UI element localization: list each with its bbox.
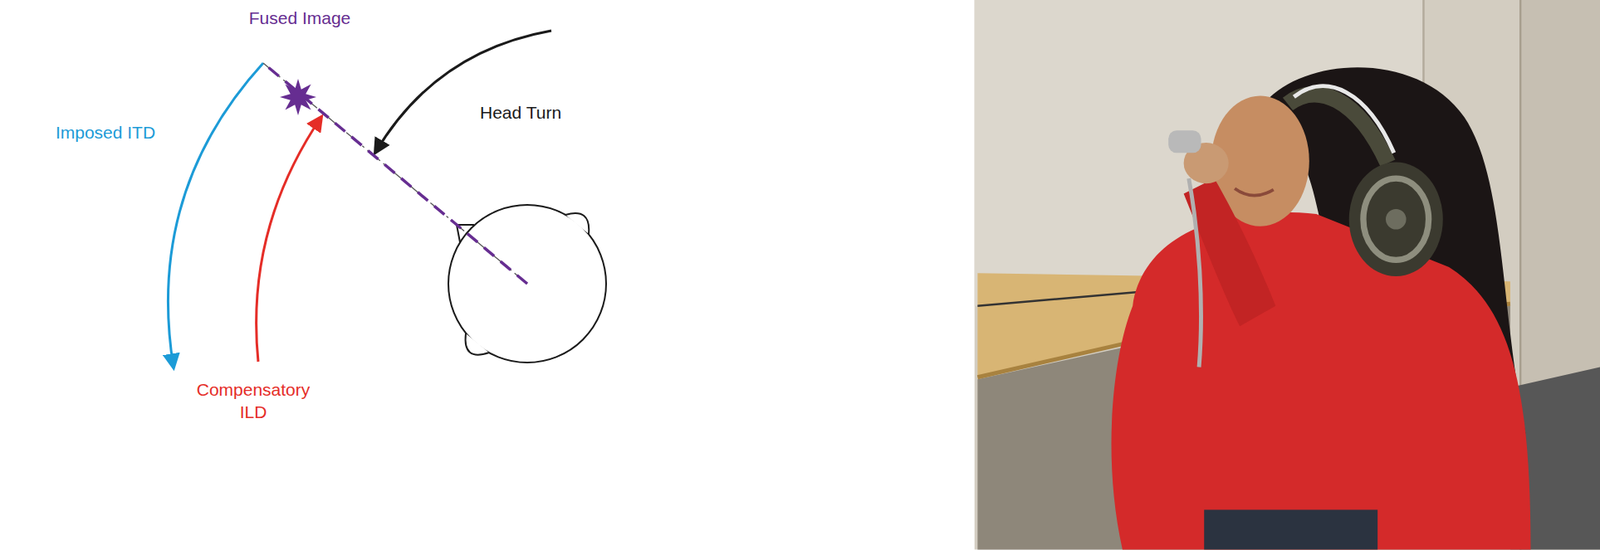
head-turn-arc <box>375 30 552 153</box>
diagram-label: Fused Image <box>225 6 375 30</box>
photo <box>974 0 1600 550</box>
ild-arc <box>256 117 322 363</box>
headband <box>1287 94 1388 164</box>
direction-line <box>263 63 528 284</box>
red-shirt <box>1111 212 1532 550</box>
diagram-label: Imposed ITD <box>34 121 177 144</box>
jeans <box>1203 510 1378 550</box>
ear-cup-grille <box>1363 178 1429 260</box>
ear <box>465 333 490 356</box>
itd-arc <box>167 63 264 368</box>
fused-image-star <box>279 78 317 116</box>
diagram-label: Head Turn <box>479 101 613 124</box>
headphone-cable <box>1293 86 1394 154</box>
control-cable <box>1188 178 1202 367</box>
ear <box>565 213 589 235</box>
smile <box>1234 188 1274 196</box>
diagram-label: Compensatory ILD <box>186 378 320 424</box>
handheld-control <box>1168 130 1201 153</box>
schematic <box>167 30 607 368</box>
photo-wall <box>974 0 1600 550</box>
ear-cup <box>1349 161 1444 277</box>
direction-dashes <box>263 63 528 284</box>
ear-cup-center <box>1385 209 1407 230</box>
box-cable <box>977 290 1155 306</box>
